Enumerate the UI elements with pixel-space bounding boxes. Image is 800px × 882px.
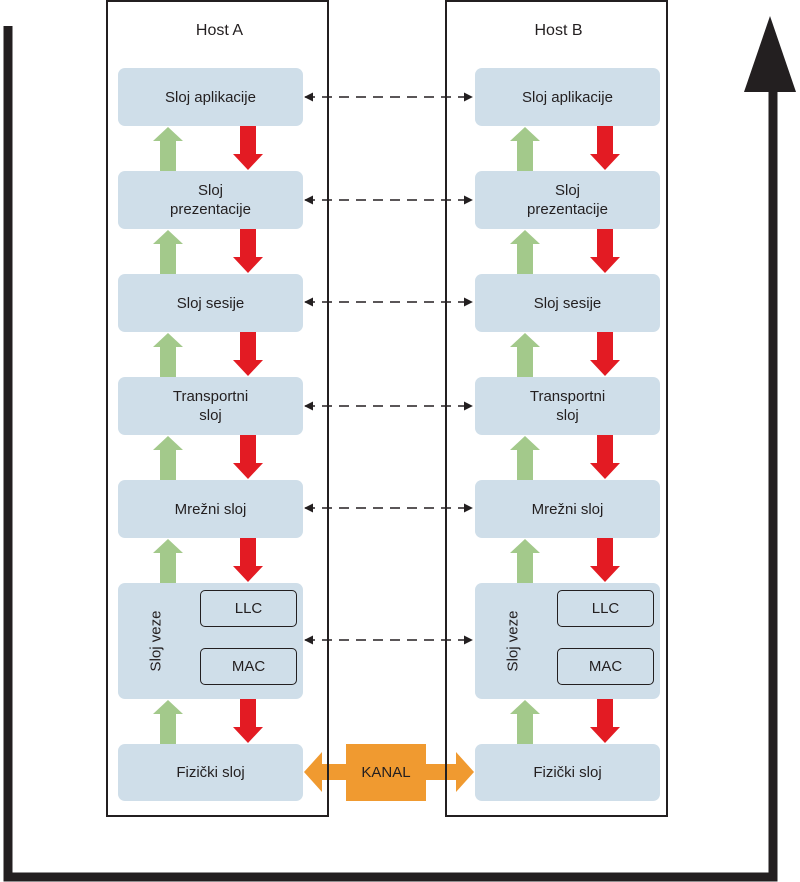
layer-label-line: Mrežni sloj — [174, 500, 247, 518]
host-b-layer-transport: Transportni sloj — [475, 377, 660, 435]
layer-label: Sloj sesije — [534, 294, 602, 313]
down-arrow-icon — [590, 229, 620, 273]
down-arrow-icon — [590, 538, 620, 582]
host-b-layer-physical: Fizički sloj — [475, 744, 660, 801]
layer-label: Fizički sloj — [533, 763, 601, 782]
host-a-layer-session: Sloj sesije — [118, 274, 303, 332]
layer-label: Transportni sloj — [530, 387, 605, 425]
sublayer-mac: MAC — [557, 648, 654, 685]
host-b-title: Host B — [534, 22, 583, 39]
up-arrow-icon — [510, 333, 540, 377]
up-arrow-icon — [510, 127, 540, 171]
host-a-layer-transport: Transportni sloj — [118, 377, 303, 435]
host-b-frame: Host B — [445, 0, 668, 817]
layer-label-line: Mrežni sloj — [531, 500, 604, 518]
layer-label-line: prezentacije — [170, 201, 251, 218]
down-arrow-icon — [233, 126, 263, 170]
up-arrow-icon — [153, 700, 183, 744]
layer-label-line: Sloj aplikacije — [522, 88, 613, 106]
layer-label: Sloj prezentacije — [170, 181, 251, 219]
up-arrow-icon — [510, 436, 540, 480]
data-link-layer-label: Sloj veze — [504, 610, 522, 672]
down-arrow-icon — [590, 435, 620, 479]
layer-label: Fizički sloj — [176, 763, 244, 782]
host-a-layer-network: Mrežni sloj — [118, 480, 303, 538]
layer-label-line: Sloj sesije — [533, 294, 602, 312]
layer-label: Sloj sesije — [177, 294, 245, 313]
channel-box: KANAL — [346, 744, 426, 801]
layer-label: Mrežni sloj — [532, 500, 604, 519]
layer-label: Sloj aplikacije — [165, 88, 256, 107]
layer-label: Transportni sloj — [173, 387, 248, 425]
layer-label-line: Sloj — [554, 182, 580, 199]
down-arrow-icon — [590, 126, 620, 170]
down-arrow-icon — [233, 229, 263, 273]
layer-label-line: Fizički sloj — [176, 764, 245, 781]
down-arrow-icon — [233, 435, 263, 479]
layer-label: Sloj aplikacije — [522, 88, 613, 107]
host-b-layer-application: Sloj aplikacije — [475, 68, 660, 126]
down-arrow-icon — [590, 332, 620, 376]
data-link-layer-label: Sloj veze — [147, 610, 165, 672]
up-arrow-icon — [510, 230, 540, 274]
layer-label-line: Transportni — [172, 388, 249, 405]
channel-label: KANAL — [361, 764, 411, 781]
host-a-layer-presentation: Sloj prezentacije — [118, 171, 303, 229]
layer-label-line: sloj — [556, 407, 579, 424]
host-a-layer-data-link: Sloj veze LLC MAC — [118, 583, 303, 699]
sublayer-llc: LLC — [557, 590, 654, 627]
sublayer-llc: LLC — [200, 590, 297, 627]
data-flow-line — [3, 26, 778, 882]
layer-label: Sloj prezentacije — [527, 181, 608, 219]
layer-label-line: Transportni — [529, 388, 606, 405]
up-arrow-icon — [153, 436, 183, 480]
sublayer-mac: MAC — [200, 648, 297, 685]
host-b-layer-session: Sloj sesije — [475, 274, 660, 332]
host-b-layer-presentation: Sloj prezentacije — [475, 171, 660, 229]
down-arrow-icon — [233, 699, 263, 743]
host-a-layer-physical: Fizički sloj — [118, 744, 303, 801]
host-a-title: Host A — [195, 22, 244, 39]
up-arrow-icon — [510, 700, 540, 744]
layer-label-line: sloj — [199, 407, 222, 424]
host-a-layer-application: Sloj aplikacije — [118, 68, 303, 126]
up-arrow-icon — [153, 539, 183, 583]
layer-label-line: Sloj — [197, 182, 223, 199]
layer-label-line: Sloj sesije — [176, 294, 245, 312]
up-arrow-icon — [153, 230, 183, 274]
down-arrow-icon — [233, 538, 263, 582]
layer-label-line: Fizički sloj — [533, 764, 602, 781]
layer-label-line: prezentacije — [527, 201, 608, 218]
host-a-frame: Host A — [106, 0, 329, 817]
data-flow-arrow-icon — [744, 16, 796, 92]
down-arrow-icon — [233, 332, 263, 376]
layer-label-line: Sloj aplikacije — [165, 88, 256, 106]
down-arrow-icon — [590, 699, 620, 743]
host-b-layer-data-link: Sloj veze LLC MAC — [475, 583, 660, 699]
up-arrow-icon — [153, 333, 183, 377]
up-arrow-icon — [510, 539, 540, 583]
up-arrow-icon — [153, 127, 183, 171]
layer-label: Mrežni sloj — [175, 500, 247, 519]
host-b-layer-network: Mrežni sloj — [475, 480, 660, 538]
